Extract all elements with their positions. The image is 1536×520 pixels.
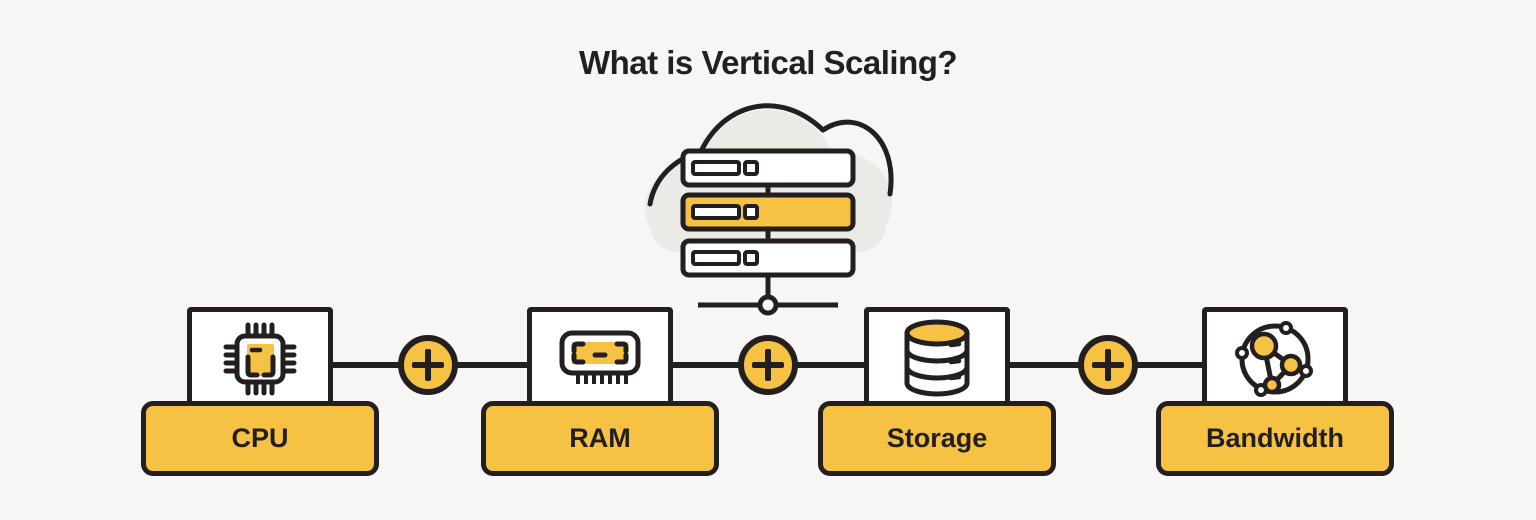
database-icon [904, 319, 970, 396]
plus-vertical-bar [1105, 349, 1111, 381]
server-row-top [680, 148, 856, 188]
database-slot-dashes [948, 341, 962, 380]
network-nodes [1249, 331, 1303, 394]
component-cpu: CPU [141, 307, 379, 476]
server-row-bottom [680, 238, 856, 278]
ram-icon-box [527, 307, 673, 410]
cloud-server-stack-icon [645, 103, 894, 316]
page-title: What is Vertical Scaling? [578, 44, 958, 81]
component-storage: Storage [818, 307, 1056, 476]
bandwidth-label: Bandwidth [1156, 401, 1394, 476]
ram-label: RAM [481, 401, 719, 476]
cpu-icon-box [187, 307, 333, 410]
storage-icon-box [864, 307, 1010, 410]
plus-vertical-bar [425, 349, 431, 381]
bandwidth-icon-box [1202, 307, 1348, 410]
plus-vertical-bar [765, 349, 771, 381]
network-orbit-bumps [1235, 320, 1313, 397]
ram-pins [576, 374, 628, 384]
plus-icon [1078, 335, 1138, 395]
network-node-dot [757, 294, 779, 316]
component-bandwidth: Bandwidth [1156, 307, 1394, 476]
cpu-label: CPU [141, 401, 379, 476]
network-globe-icon [1235, 320, 1313, 397]
component-ram: RAM [481, 307, 719, 476]
plus-icon [398, 335, 458, 395]
ram-module-icon [559, 330, 641, 384]
storage-label: Storage [818, 401, 1056, 476]
plus-icon [738, 335, 798, 395]
server-row-middle-highlighted [680, 192, 856, 232]
cpu-chip-icon [223, 322, 297, 395]
